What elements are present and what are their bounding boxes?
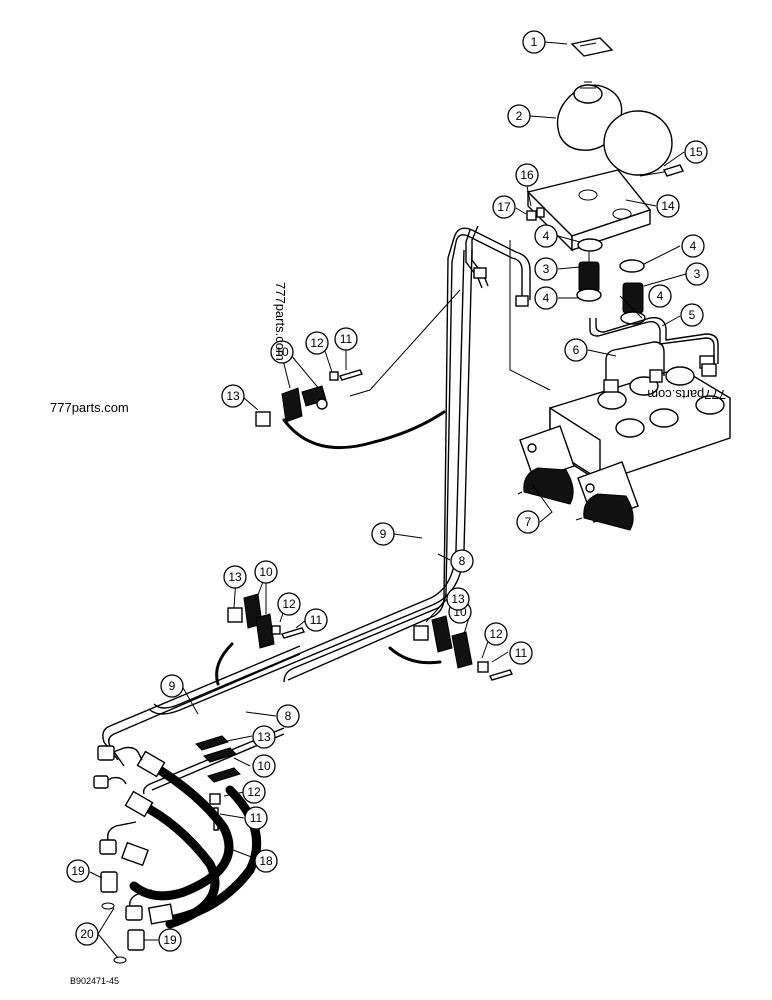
callout-10: 10 (252, 754, 276, 778)
callout-12: 12 (242, 780, 266, 804)
master-cylinder-lines (589, 317, 719, 380)
svg-text:13: 13 (226, 389, 240, 403)
svg-text:3: 3 (694, 267, 701, 281)
callout-20: 20 (75, 922, 99, 946)
clip-group-middle-right (388, 615, 513, 681)
svg-text:4: 4 (690, 239, 697, 253)
callout-19: 19 (66, 859, 90, 883)
callout-3: 3 (534, 257, 558, 281)
svg-text:13: 13 (257, 730, 271, 744)
callout-12: 12 (484, 622, 508, 646)
svg-text:20: 20 (80, 927, 94, 941)
callout-4: 4 (534, 286, 558, 310)
svg-text:10: 10 (275, 345, 289, 359)
callout-4: 4 (681, 234, 705, 258)
callout-7: 7 (516, 510, 540, 534)
callout-11: 11 (244, 806, 268, 830)
callout-16: 16 (515, 163, 539, 187)
svg-text:3: 3 (543, 262, 550, 276)
callout-10: 10 (254, 560, 278, 584)
svg-text:2: 2 (516, 109, 523, 123)
svg-text:12: 12 (489, 627, 503, 641)
svg-text:1: 1 (531, 35, 538, 49)
clip-group-upper (255, 369, 446, 450)
svg-text:11: 11 (310, 613, 323, 627)
svg-text:13: 13 (451, 592, 465, 606)
callout-12: 12 (305, 331, 329, 355)
svg-text:10: 10 (259, 565, 273, 579)
callout-8: 8 (450, 549, 474, 573)
svg-text:11: 11 (515, 646, 528, 660)
brake-lines (102, 225, 551, 795)
callout-1: 2 (507, 104, 531, 128)
callout-19: 19 (158, 928, 182, 952)
svg-text:19: 19 (163, 933, 177, 947)
svg-text:15: 15 (689, 145, 703, 159)
callout-4: 4 (534, 224, 558, 248)
svg-text:12: 12 (282, 597, 296, 611)
svg-text:19: 19 (71, 864, 85, 878)
svg-text:9: 9 (380, 527, 387, 541)
svg-text:8: 8 (459, 554, 466, 568)
callout-13: 13 (223, 565, 247, 589)
svg-text:11: 11 (340, 332, 353, 346)
callout-14: 14 (656, 194, 680, 218)
callout-12: 12 (277, 592, 301, 616)
svg-text:4: 4 (543, 291, 550, 305)
callout-9: 9 (160, 674, 184, 698)
callout-11: 11 (334, 327, 358, 351)
callout-11: 11 (304, 608, 328, 632)
callout-9: 9 (371, 522, 395, 546)
watermark: 777parts.com (647, 387, 726, 402)
callout-13: 13 (221, 384, 245, 408)
callout-18: 18 (254, 849, 278, 873)
svg-text:10: 10 (257, 759, 271, 773)
svg-text:18: 18 (259, 854, 273, 868)
callout-10: 10 (270, 340, 294, 364)
svg-text:4: 4 (657, 289, 664, 303)
watermark: 777parts.com (50, 400, 129, 415)
svg-text:12: 12 (310, 336, 324, 350)
svg-text:13: 13 (228, 570, 242, 584)
clip-group-lower (195, 735, 241, 831)
svg-text:5: 5 (689, 308, 696, 322)
reservoir-adapters (576, 238, 646, 325)
callout-5: 5 (680, 303, 704, 327)
end-fittings (93, 745, 153, 964)
callout-2: 1 (522, 30, 546, 54)
svg-text:16: 16 (520, 168, 534, 182)
callout-6: 6 (564, 338, 588, 362)
callout-4: 4 (648, 284, 672, 308)
clip-group-middle-left (215, 593, 305, 686)
callout-8: 8 (276, 704, 300, 728)
callout-13: 13 (252, 725, 276, 749)
callout-3: 3 (685, 262, 709, 286)
svg-text:14: 14 (661, 199, 675, 213)
svg-text:7: 7 (525, 515, 532, 529)
svg-text:6: 6 (573, 343, 580, 357)
master-cylinder (517, 355, 731, 531)
reservoir-cap-assembly (556, 37, 673, 176)
callout-13: 13 (446, 587, 470, 611)
watermark: 777parts.com (273, 282, 288, 361)
svg-text:4: 4 (543, 229, 550, 243)
callout-17: 17 (492, 195, 516, 219)
callout-15: 15 (684, 140, 708, 164)
brake-hoses (121, 750, 262, 929)
svg-text:12: 12 (247, 785, 261, 799)
figure-code: B902471-45 (70, 976, 119, 986)
callout-11: 11 (509, 641, 533, 665)
svg-text:9: 9 (169, 679, 176, 693)
svg-text:11: 11 (250, 811, 263, 825)
svg-text:8: 8 (285, 709, 292, 723)
svg-text:17: 17 (497, 200, 511, 214)
